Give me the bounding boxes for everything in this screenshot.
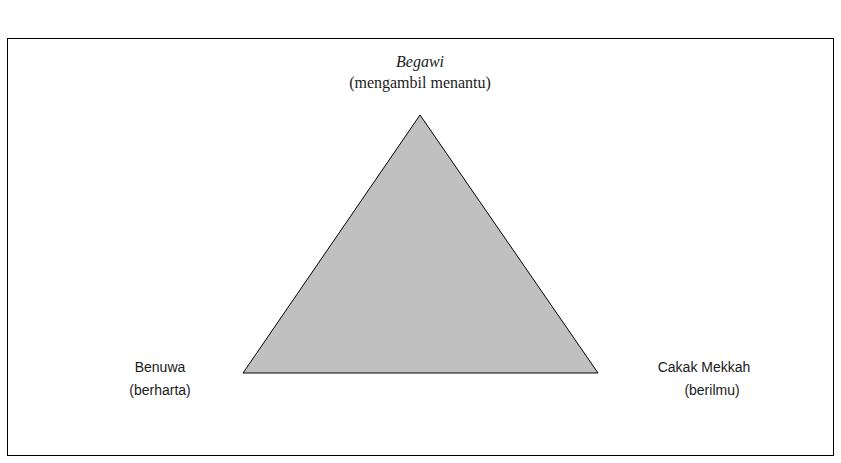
triangle-shape (243, 115, 598, 373)
vertex-note: (berharta) (129, 382, 190, 399)
vertex-title: Cakak Mekkah (658, 359, 751, 376)
vertex-title: Benuwa (135, 359, 186, 376)
vertex-note: (mengambil menantu) (349, 73, 491, 92)
vertex-title: Begawi (396, 52, 444, 71)
vertex-note: (berilmu) (684, 382, 739, 399)
frame-border (8, 39, 834, 456)
